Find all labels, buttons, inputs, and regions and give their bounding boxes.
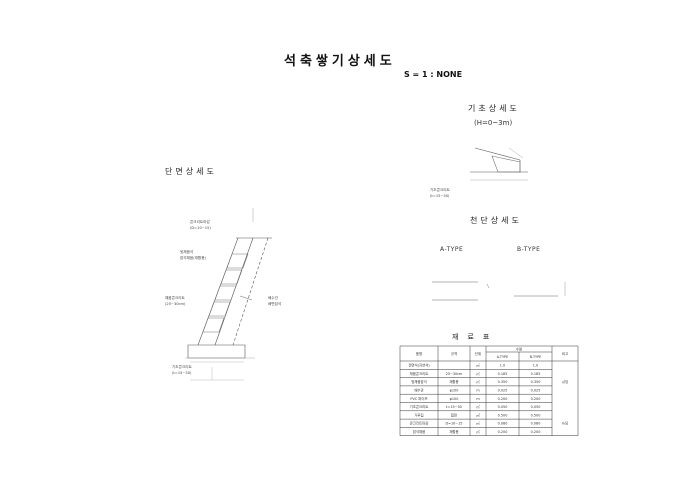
cross-note-rubble: 잡석채움(재활용) [180, 256, 206, 260]
stone-block [208, 301, 231, 317]
table-cell: 채움콘크리트 [410, 371, 429, 376]
stone-block [202, 317, 225, 333]
cross-note-backfill: 뒷채움석 [180, 250, 194, 254]
table-cell: m [476, 389, 480, 393]
plan-divider-mark [486, 283, 490, 289]
table-cell: 0.080 [498, 422, 508, 426]
table-cell: 25~30cm [446, 372, 463, 376]
table-cell: m [476, 397, 480, 401]
table-cell: 0.025 [531, 389, 541, 393]
table-header-cell: 비고 [562, 351, 568, 356]
table-cell: 1.0 [533, 364, 538, 368]
table-cell: 0.350 [531, 380, 541, 384]
plan-detail-title: 천단상세도 [470, 216, 522, 225]
page-title: 석축쌓기상세도 [284, 54, 396, 69]
cross-note-fill-dim: (25~30cm) [165, 302, 186, 306]
table-cell: ㎥ [476, 379, 480, 384]
scale-label: S = 1 : NONE [404, 70, 463, 79]
backfill-line [232, 237, 269, 346]
table-cell: 0.200 [531, 430, 541, 434]
table-cell: 기초콘크리트 [410, 404, 429, 409]
table-cell: 전면석(자연석) [408, 363, 430, 368]
foundation-concrete [187, 344, 246, 359]
table-cell: PVC 파이프 [410, 396, 427, 401]
table-header-quantity: 수량 [516, 347, 522, 352]
table-cell: m당 [562, 421, 568, 426]
drain-pipe [239, 295, 253, 301]
table-cell: φ100 [450, 397, 459, 401]
table-header-cell: 단위 [475, 351, 481, 356]
table-cell: 잡석채움 [413, 429, 425, 434]
type-a-label: A-TYPE [440, 246, 464, 253]
plan-detail-drawing [432, 281, 566, 301]
table-cell: 1.0 [500, 364, 505, 368]
stone-block [226, 253, 249, 269]
table-cell: 0.050 [498, 405, 508, 409]
foundation-detail-drawing [470, 147, 528, 181]
table-cell: 콘크리트마감 [410, 421, 429, 426]
table-cell: 합판 [451, 412, 457, 417]
cross-note-foundation-dim: (t=15~30) [172, 371, 192, 375]
table-cell: ㎥ [476, 404, 480, 409]
table-cell: t=15~30 [446, 405, 462, 409]
stone-block [220, 269, 243, 285]
table-cell: ㎥ [476, 371, 480, 376]
table-cell: 0.185 [531, 372, 541, 376]
table-cell: 0.500 [531, 413, 541, 417]
cross-note-back-rubble: 배면잡석 [268, 302, 282, 306]
foundation-note-concrete: 기초콘크리트 [430, 188, 450, 192]
table-header-cell: 규격 [451, 351, 457, 356]
table-cell: ㎥ [476, 421, 480, 426]
cross-section-drawing [185, 208, 272, 381]
table-cell: 0.080 [531, 422, 541, 426]
table-cell: D=10~15 [446, 422, 463, 426]
table-cell: 0.185 [498, 372, 508, 376]
table-cell: 재활용 [449, 379, 458, 384]
foundation-height-range: (H=0~3m) [474, 119, 513, 127]
cross-note-drain: 배수관 [268, 296, 278, 300]
foundation-detail-title: 기초상세도 [468, 104, 520, 113]
table-cell: 재활용 [449, 429, 458, 434]
table-header-cell: A-TYPE [497, 355, 509, 359]
table-cell: 0.200 [498, 430, 508, 434]
table-cell: 0.350 [498, 380, 508, 384]
table-cell: 0.200 [498, 397, 508, 401]
table-cell: ㎥ [476, 429, 480, 434]
stone-block [214, 285, 237, 301]
foundation-slope-line [474, 147, 521, 161]
cross-section-title: 단면상세도 [165, 167, 217, 176]
type-b-label: B-TYPE [517, 246, 541, 253]
table-cell: 0.500 [498, 413, 508, 417]
table-header-cell: B-TYPE [530, 355, 542, 359]
cross-note-finish-dim: (D=10~15) [190, 226, 211, 230]
table-cell: ㎥ [476, 363, 480, 368]
table-cell: 거푸집 [414, 412, 423, 417]
foundation-stone [491, 155, 521, 173]
foundation-note-dim: (t=15~30) [430, 194, 450, 198]
cross-note-foundation: 기초콘크리트 [172, 365, 192, 369]
cross-note-fill-concrete: 채움콘크리트 [165, 296, 185, 300]
table-cell: 0.025 [498, 389, 508, 393]
cross-note-finish: 콘크리트마감 [190, 220, 210, 224]
table-cell: 0.200 [531, 397, 541, 401]
foundation-leader-line [508, 147, 524, 159]
table-header-cell: 품명 [416, 351, 422, 356]
material-table-title: 재료표 [452, 333, 499, 341]
table-cell: φ100 [450, 389, 459, 393]
table-cell: ㎡ [476, 412, 480, 417]
table-cell: ㎥당 [562, 379, 569, 384]
table-cell: 0.050 [531, 405, 541, 409]
table-cell: 뒷채움잡석 [411, 379, 427, 384]
table-cell: 배수관 [414, 388, 423, 393]
